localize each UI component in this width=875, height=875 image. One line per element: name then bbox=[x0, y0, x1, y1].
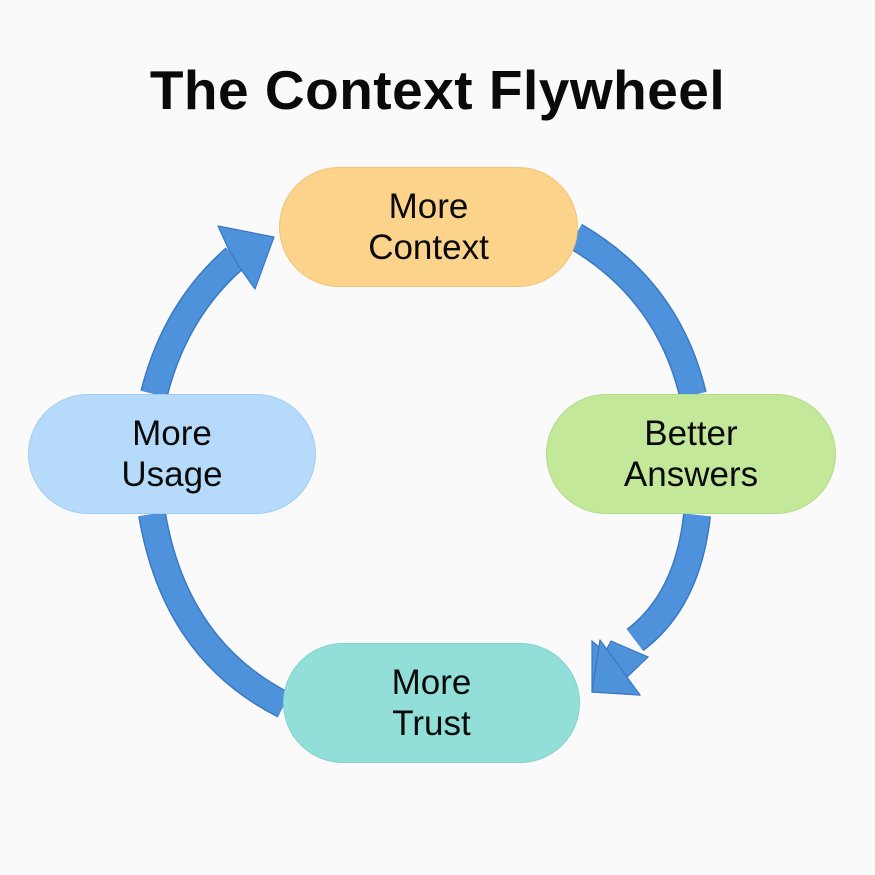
node-label-line: Better bbox=[644, 414, 738, 453]
node-better-answers: Better Answers bbox=[546, 394, 836, 514]
diagram-title: The Context Flywheel bbox=[149, 59, 726, 121]
arrowhead-icon bbox=[217, 225, 275, 290]
node-label-line: Trust bbox=[392, 704, 471, 743]
node-label-line: Answers bbox=[623, 455, 759, 494]
node-label-line: More bbox=[132, 414, 212, 453]
node-label-line: More bbox=[388, 187, 469, 226]
node-label-line: Usage bbox=[121, 455, 223, 494]
node-label-line: Context bbox=[368, 228, 489, 267]
node-label-line: More bbox=[391, 663, 472, 702]
node-more-trust: More Trust bbox=[283, 643, 580, 763]
node-more-usage: More Usage bbox=[28, 394, 316, 514]
node-more-context: More Context bbox=[279, 167, 578, 287]
